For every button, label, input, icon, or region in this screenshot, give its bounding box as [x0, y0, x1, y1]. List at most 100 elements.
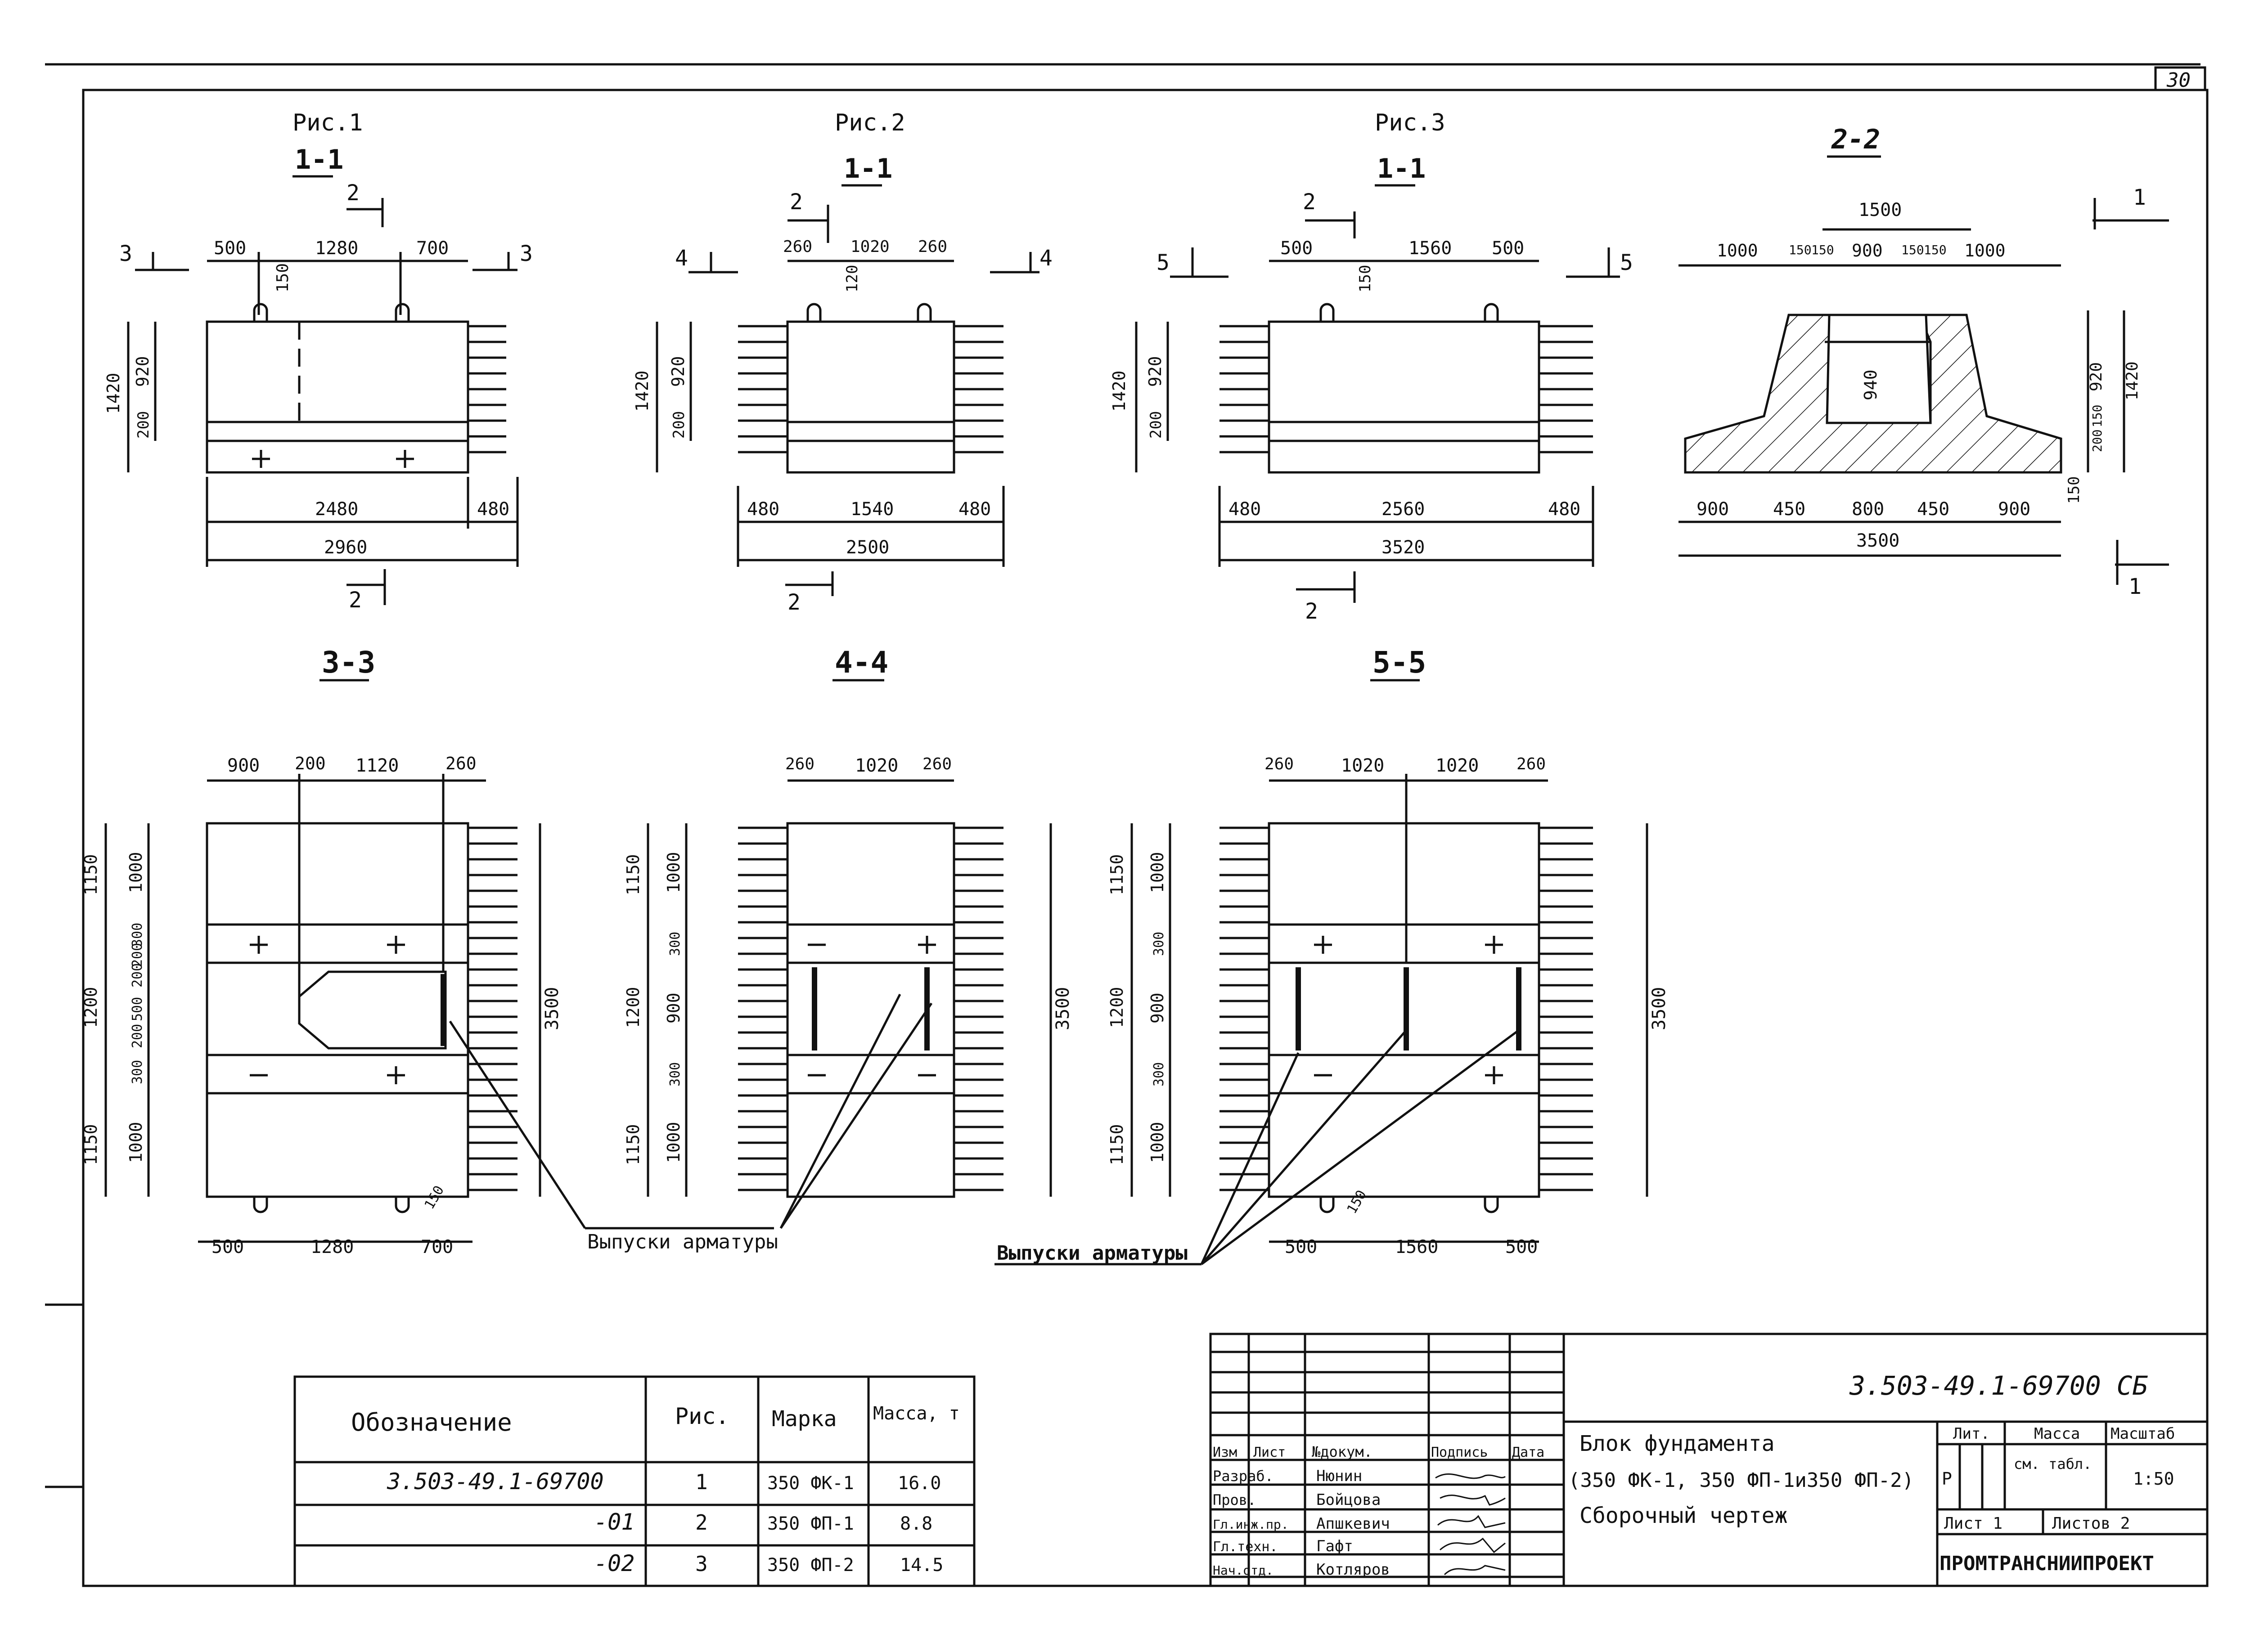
cut-arrow	[788, 205, 829, 243]
dim-label: 260	[446, 754, 477, 773]
tb-person: Бойцова	[1316, 1491, 1381, 1509]
dim-label: 120	[843, 265, 861, 292]
signature	[1435, 1473, 1506, 1479]
dim-label: 150	[1356, 265, 1374, 292]
spec-cell: -01	[594, 1509, 634, 1535]
lifting-loop	[1484, 1197, 1499, 1213]
dim-label: 500	[1285, 1237, 1317, 1257]
tb-role: Пров.	[1213, 1491, 1256, 1508]
dim-label: 300	[1151, 1062, 1167, 1086]
rebar-outlets	[954, 325, 1004, 453]
spec-table-frame	[293, 1375, 976, 1587]
dim-label: 1000	[1717, 241, 1758, 260]
tb-lit-label: Лит.	[1953, 1425, 1990, 1443]
cross-mark	[808, 936, 936, 1077]
dim-label: 200	[130, 1024, 145, 1048]
dim-label: 1420	[1109, 370, 1129, 412]
spec-cell: 14.5	[900, 1555, 943, 1576]
cut-arrow	[1566, 247, 1620, 278]
tb-header: №докум.	[1312, 1443, 1372, 1460]
lifting-loop	[917, 303, 932, 322]
tb-header: Лист	[1253, 1445, 1286, 1460]
tb-header: Изм	[1213, 1445, 1237, 1460]
dim-label: 1000	[126, 1122, 146, 1163]
dim-label: 1000	[126, 852, 146, 893]
signature	[1437, 1515, 1506, 1528]
rebar-outlets	[738, 325, 788, 453]
dim-label: 1150	[623, 854, 643, 895]
cut-arrow	[346, 198, 384, 227]
tb-document-code: 3.503-49.1-69700 СБ	[1849, 1370, 2148, 1401]
dim-label: 940	[1861, 369, 1881, 400]
dim-label: 1420	[104, 373, 123, 414]
dim-label: 800	[1852, 499, 1884, 520]
dim-label: 700	[421, 1237, 453, 1257]
fig2-block	[786, 320, 955, 474]
dim-label: 920	[133, 356, 153, 387]
dim-label: 920	[2087, 362, 2106, 391]
dim-label: 900	[1998, 499, 2030, 520]
spec-cell: -02	[594, 1550, 634, 1576]
rebar-outlets	[468, 826, 518, 1191]
fig3-cut2-top: 2	[1303, 189, 1316, 215]
dim-label: 150	[2090, 404, 2105, 427]
spec-cell: 8.8	[900, 1513, 932, 1534]
dim-label: 3500	[1649, 987, 1670, 1030]
dim-label: 1200	[623, 987, 643, 1028]
dim-label: 1540	[850, 499, 894, 520]
tb-title-line-1: Блок фундамента	[1580, 1431, 1774, 1456]
tb-role: Нач.отд.	[1213, 1563, 1274, 1578]
dim-label: 200	[670, 411, 688, 439]
rebar-outlets	[1539, 826, 1593, 1191]
dim-label: 260	[918, 238, 947, 256]
tb-person: Апшкевич	[1316, 1515, 1390, 1533]
dim-label: 1020	[855, 755, 898, 776]
dim-label: 200	[1147, 411, 1165, 439]
fig2-caption: Рис.2	[835, 109, 905, 136]
dim-label: 1150	[1107, 1124, 1127, 1165]
fig3-caption: Рис.3	[1375, 109, 1445, 136]
dim-label: 500	[1280, 238, 1313, 259]
fig1-block	[206, 320, 469, 474]
dim-label: 2480	[315, 499, 358, 520]
dim-label: 1420	[2123, 361, 2142, 400]
title-block: Изм Лист №докум. Подпись Дата Разраб. Ню…	[1209, 1333, 2209, 1587]
dim-label: 480	[1548, 499, 1580, 520]
lifting-loop	[395, 1197, 410, 1213]
dim-label: 200	[130, 963, 145, 988]
spec-header-designation: Обозначение	[351, 1408, 512, 1437]
dim-label: 1200	[81, 987, 101, 1028]
dim-label: 900	[1148, 992, 1167, 1024]
dim-label: 300	[130, 1060, 145, 1084]
lifting-loop	[1319, 1197, 1335, 1213]
fig3-section-title: 1-1	[1377, 153, 1426, 184]
dim-label: 2560	[1382, 499, 1425, 520]
dim-label: 1000	[1148, 852, 1167, 893]
fig3-cut-right: 5	[1620, 250, 1633, 275]
tb-header: Подпись	[1431, 1445, 1488, 1460]
lifting-loop	[395, 303, 410, 322]
dim-label: 480	[958, 499, 991, 520]
sec55-title: 5-5	[1372, 645, 1426, 680]
sec44-block	[786, 822, 955, 1198]
rebar-outlets	[468, 325, 506, 453]
dim-label: 1560	[1408, 238, 1452, 259]
spec-header-mass: Масса, т	[873, 1403, 960, 1424]
dim-label: 150	[2065, 476, 2083, 504]
tb-scale-value: 1:50	[2133, 1469, 2174, 1489]
cut-arrow	[688, 252, 738, 274]
spec-cell: 1	[695, 1470, 708, 1494]
tb-organization: ПРОМТРАНСНИИПРОЕКТ	[1940, 1552, 2154, 1575]
fig1-caption: Рис.1	[292, 109, 363, 136]
fig1-cut2-top: 2	[346, 180, 360, 206]
dim-label: 480	[1228, 499, 1261, 520]
sheet-number-box	[2154, 66, 2206, 91]
lifting-loop	[253, 303, 268, 322]
fig1-section-title: 1-1	[295, 144, 343, 175]
tb-mass-value: см. табл.	[2014, 1455, 2092, 1472]
dim-label: 300	[1151, 932, 1167, 956]
lifting-loop	[806, 303, 822, 322]
tb-sheets: Листов 2	[2052, 1514, 2130, 1533]
cross-mark	[252, 450, 414, 468]
